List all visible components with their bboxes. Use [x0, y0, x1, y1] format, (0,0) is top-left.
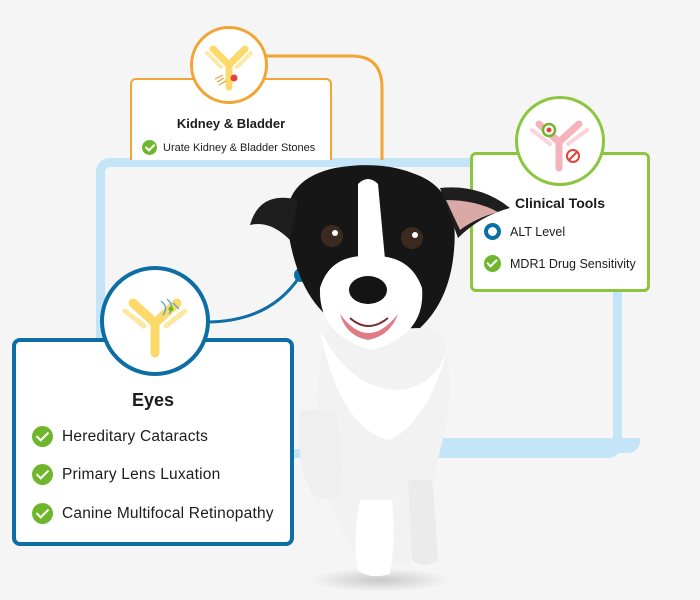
antibody-clinical-icon: [515, 96, 605, 186]
eyes-connector: [205, 275, 302, 324]
list-item: Hereditary Cataracts: [32, 426, 208, 447]
list-item: ALT Level: [484, 223, 565, 240]
eyes-item-label: Primary Lens Luxation: [62, 465, 221, 483]
antibody-kidney-icon: [190, 26, 268, 104]
list-item: Urate Kidney & Bladder Stones: [142, 140, 315, 155]
clinical-item-label: ALT Level: [510, 224, 566, 239]
check-circle-icon: [142, 140, 157, 155]
antibody-eye-icon: [100, 266, 210, 376]
list-item: MDR1 Drug Sensitivity: [484, 255, 636, 272]
kidney-card-title: Kidney & Bladder: [176, 116, 286, 131]
list-item: Canine Multifocal Retinopathy: [32, 503, 274, 524]
clinical-card-title: Clinical Tools: [515, 195, 605, 211]
list-item: Primary Lens Luxation: [32, 464, 220, 485]
eyes-item-label: Canine Multifocal Retinopathy: [62, 504, 274, 522]
eyes-item-label: Hereditary Cataracts: [62, 427, 209, 445]
puppy-image: [250, 165, 510, 592]
kidney-connector: [266, 54, 384, 160]
eyes-card-title: Eyes: [131, 390, 175, 410]
check-circle-icon: [32, 426, 53, 447]
check-circle-icon: [32, 464, 53, 485]
check-circle-icon: [484, 255, 501, 272]
check-circle-icon: [32, 503, 53, 524]
clinical-item-label: MDR1 Drug Sensitivity: [510, 256, 636, 271]
radio-selected-icon: [484, 223, 501, 240]
kidney-item-label: Urate Kidney & Bladder Stones: [163, 141, 316, 154]
